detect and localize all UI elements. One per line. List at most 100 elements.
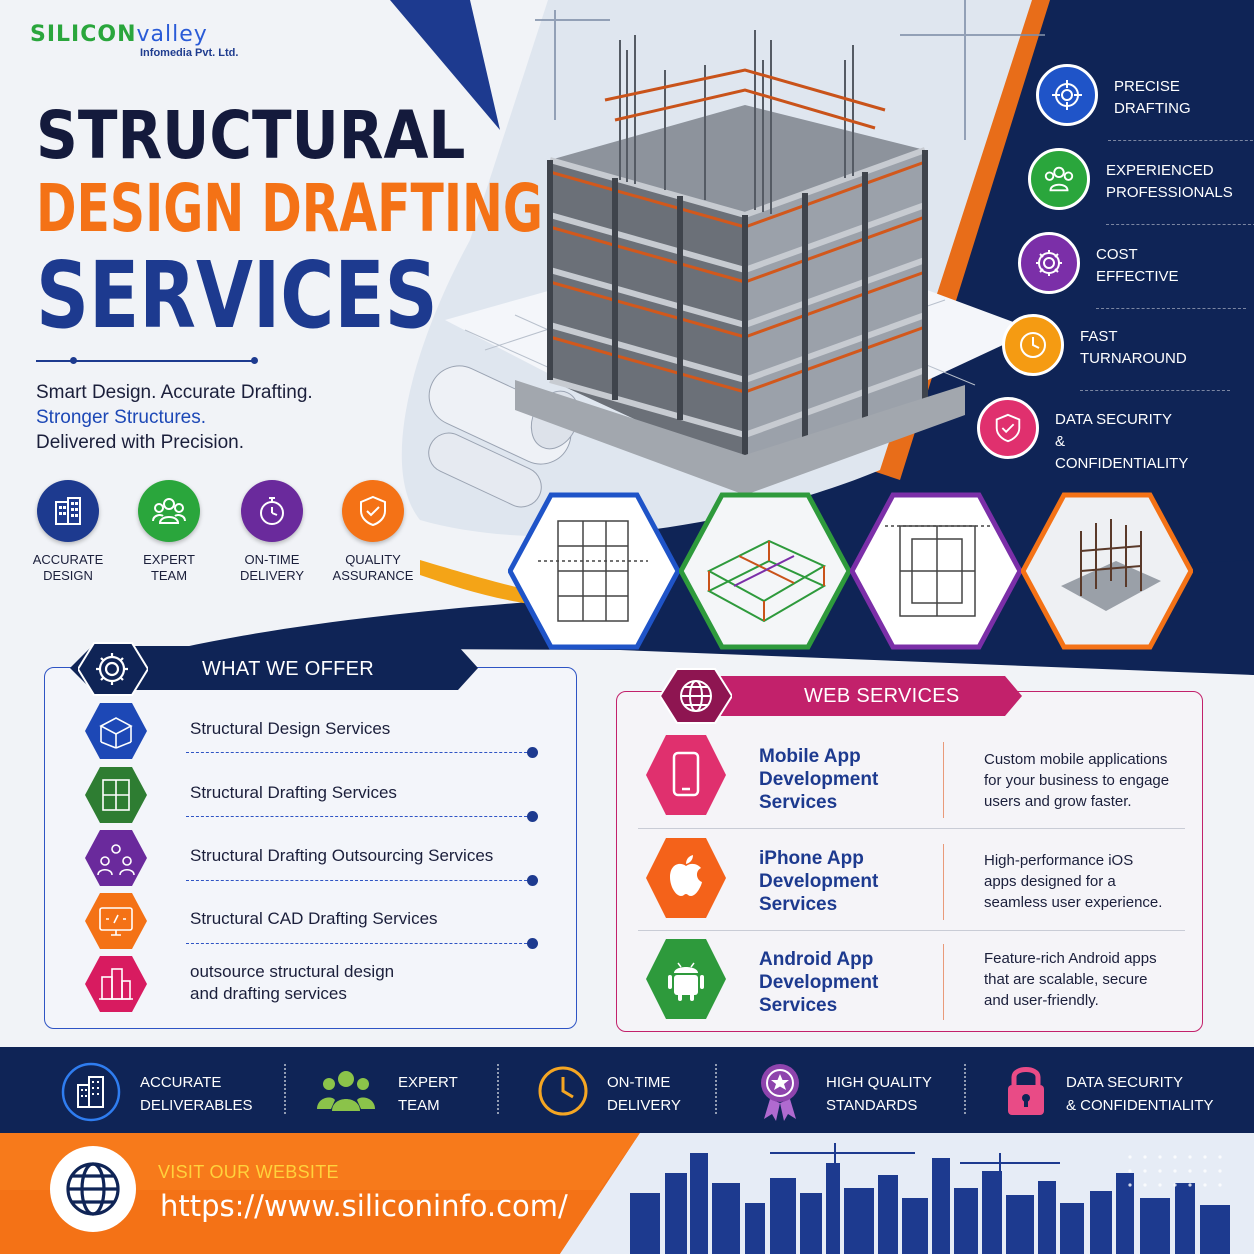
- service-desc-line: Custom mobile applications: [984, 751, 1168, 768]
- bar-divider: [964, 1064, 966, 1114]
- what-we-offer-heading: WHAT WE OFFER: [202, 658, 375, 680]
- offer-item-label: Structural Drafting Services: [190, 783, 397, 802]
- what-we-offer-header-bar: [70, 646, 478, 690]
- title-divider: [36, 357, 258, 364]
- service-divider: [943, 742, 944, 818]
- offer-divider: [186, 747, 538, 758]
- offer-item-label: and drafting services: [190, 984, 347, 1003]
- feature-label: ACCURATE: [32, 552, 104, 567]
- benefit-label: PRECISE: [1114, 78, 1180, 95]
- feature-label: ON-TIME: [244, 552, 300, 567]
- service-description-mobile-app: Custom mobile applications for your busi…: [984, 749, 1169, 812]
- shield-icon: [342, 480, 404, 542]
- team-icon: [317, 1071, 375, 1111]
- offer-item-outsource-design[interactable]: outsource structural design and drafting…: [85, 955, 545, 1013]
- tagline-line-3: Delivered with Precision.: [36, 432, 245, 453]
- service-desc-line: seamless user experience.: [984, 894, 1163, 911]
- service-title-line: Services: [759, 894, 838, 915]
- bar-divider: [284, 1064, 286, 1114]
- bar-item-label: DELIVERABLES: [140, 1097, 253, 1114]
- company-logo[interactable]: SILICONvalley Infomedia Pvt. Ltd.: [30, 22, 260, 82]
- service-title-iphone-app[interactable]: iPhone App Development Services: [759, 847, 878, 916]
- service-title-android-app[interactable]: Android App Development Services: [759, 948, 878, 1017]
- service-title-mobile-app[interactable]: Mobile App Development Services: [759, 745, 878, 814]
- apple-icon: [646, 836, 726, 920]
- feature-label: QUALITY: [345, 552, 401, 567]
- benefit-label: FAST: [1080, 328, 1118, 345]
- benefit-label: PROFESSIONALS: [1106, 184, 1233, 201]
- offer-item-cad-drafting[interactable]: Structural CAD Drafting Services: [85, 892, 545, 950]
- service-title-line: iPhone App: [759, 848, 864, 869]
- bar-item-label: DATA SECURITY: [1066, 1074, 1183, 1091]
- service-desc-line: for your business to engage: [984, 772, 1170, 789]
- offer-divider: [186, 811, 538, 822]
- hexagon-structure-drawing-2: [850, 492, 1022, 650]
- offer-item-drafting-outsourcing[interactable]: Structural Drafting Outsourcing Services: [85, 829, 545, 887]
- logo-text-valley: valley: [136, 22, 208, 47]
- clock-icon: [538, 1066, 588, 1116]
- gear-icon: [76, 641, 150, 697]
- cad-monitor-icon: [85, 893, 147, 949]
- service-title-line: Android App: [759, 949, 874, 970]
- service-divider: [943, 944, 944, 1020]
- stopwatch-icon: [241, 480, 303, 542]
- bottom-features-bar: [0, 1047, 1254, 1133]
- bar-item-label: ACCURATE: [140, 1074, 222, 1091]
- bar-item-label: STANDARDS: [826, 1097, 918, 1114]
- offer-item-label: Structural Drafting Outsourcing Services: [190, 846, 494, 865]
- android-icon: [646, 937, 726, 1021]
- service-desc-line: that are scalable, secure: [984, 971, 1148, 988]
- bar-item-data-security: DATA SECURITY & CONFIDENTIALITY: [1000, 1047, 1220, 1133]
- web-services-header-bar: [660, 676, 1022, 716]
- service-description-android-app: Feature-rich Android apps that are scala…: [984, 948, 1157, 1011]
- shield-check-icon: [977, 397, 1039, 459]
- outsourcing-icon: [85, 830, 147, 886]
- feature-label: ASSURANCE: [332, 568, 414, 583]
- offer-item-structural-design[interactable]: Structural Design Services: [85, 702, 545, 760]
- service-desc-line: Feature-rich Android apps: [984, 950, 1157, 967]
- service-desc-line: users and grow faster.: [984, 793, 1132, 810]
- title-line-services: SERVICES: [36, 242, 438, 349]
- website-globe-button[interactable]: [50, 1146, 136, 1232]
- globe-icon: [66, 1162, 120, 1216]
- offer-divider: [186, 938, 538, 949]
- website-url-link[interactable]: https://www.siliconinfo.com/: [160, 1189, 568, 1223]
- building-icon: [61, 1062, 121, 1122]
- padlock-icon: [1008, 1067, 1044, 1115]
- service-row-divider: [638, 828, 1185, 829]
- web-services-heading: WEB SERVICES: [804, 685, 960, 707]
- visit-website-label: VISIT OUR WEBSITE: [158, 1162, 339, 1182]
- feature-label: DELIVERY: [239, 568, 305, 583]
- service-row-divider: [638, 930, 1185, 931]
- benefit-label: COST: [1096, 246, 1138, 263]
- tagline: Smart Design. Accurate Drafting. Stronge…: [36, 380, 313, 455]
- offer-divider: [186, 875, 538, 886]
- service-title-line: Mobile App: [759, 746, 861, 767]
- service-desc-line: High-performance iOS: [984, 852, 1134, 869]
- offer-item-structural-drafting[interactable]: Structural Drafting Services: [85, 766, 545, 824]
- service-desc-line: and user-friendly.: [984, 992, 1099, 1009]
- benefit-data-security: DATA SECURITY& CONFIDENTIALITY: [977, 397, 1188, 472]
- title-line-structural: STRUCTURAL: [36, 97, 466, 174]
- bar-divider: [497, 1064, 499, 1114]
- award-badge-icon: [761, 1064, 799, 1121]
- bar-item-label: DELIVERY: [607, 1097, 681, 1114]
- service-title-line: Services: [759, 792, 838, 813]
- service-title-line: Services: [759, 995, 838, 1016]
- bar-item-label: & CONFIDENTIALITY: [1066, 1097, 1214, 1114]
- hexagon-structure-model-3d: [679, 492, 851, 650]
- clock-icon: [1002, 314, 1064, 376]
- logo-subtitle: Infomedia Pvt. Ltd.: [140, 47, 239, 59]
- city-skyline-illustration: [630, 1143, 1230, 1254]
- hexagon-structure-drawing-1: [508, 492, 680, 650]
- logo-text-silicon: SILICON: [30, 22, 137, 47]
